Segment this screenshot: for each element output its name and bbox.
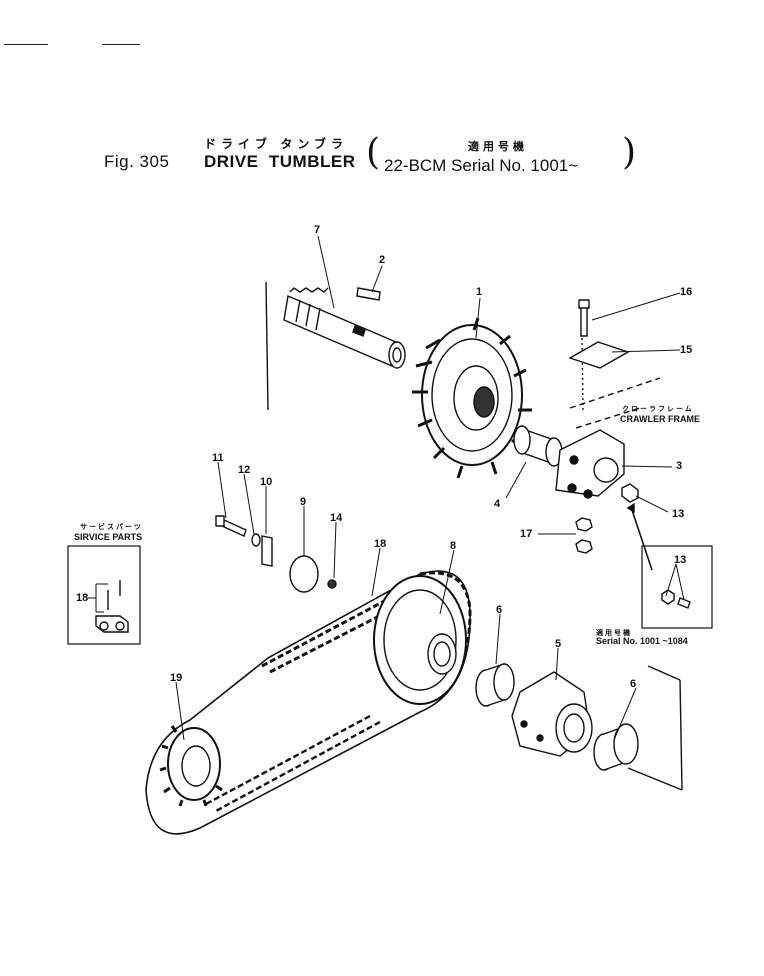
callout-5: 5	[555, 638, 562, 650]
callout-13: 13	[672, 508, 685, 520]
applicability-label: 適用号機	[468, 141, 528, 153]
callout-2: 2	[379, 254, 386, 266]
callout-16: 16	[680, 286, 693, 298]
header-rule-left	[4, 44, 48, 45]
callout-14: 14	[330, 512, 343, 524]
cover-9	[289, 555, 319, 593]
callout-18: 18	[374, 538, 387, 550]
callout-8: 8	[450, 540, 457, 552]
plate-15	[568, 341, 630, 369]
large-sprocket-8	[373, 575, 467, 705]
crawler-frame-label: CRAWLER FRAME	[620, 414, 700, 424]
service-parts-jp: サービスパーツ	[80, 524, 143, 531]
callout-19: 19	[170, 672, 183, 684]
serial-range: 22-BCM Serial No. 1001~	[384, 156, 579, 175]
lock-plate-10	[261, 535, 273, 567]
bolt-14	[327, 579, 337, 589]
bearing-6-left	[475, 663, 515, 707]
leader-lines	[88, 235, 685, 741]
inset-serial-jp: 適用号機	[596, 630, 632, 637]
bearing-6-right	[593, 723, 639, 771]
callout-13-inset: 13	[674, 554, 687, 566]
left-parenthesis: (	[366, 132, 381, 173]
inset-serial-label: Serial No. 1001 ~1084	[596, 636, 688, 646]
nut-13	[621, 483, 639, 503]
page-title: DRIVE TUMBLER	[204, 152, 356, 171]
bracket-3	[555, 429, 625, 499]
callout-3: 3	[676, 460, 683, 472]
callout-12: 12	[238, 464, 251, 476]
callout-1: 1	[476, 286, 483, 298]
callout-15: 15	[680, 344, 693, 356]
tumbler-sprocket	[412, 317, 532, 479]
title-japanese: ドライブ タンブラ	[204, 137, 348, 151]
small-sprocket-19	[159, 725, 223, 807]
callout-11: 11	[212, 452, 224, 464]
bushing-4	[513, 425, 563, 467]
right-parenthesis: )	[622, 132, 637, 173]
callout-9: 9	[300, 496, 307, 508]
housing-5	[511, 671, 593, 757]
drive-shaft	[265, 281, 406, 411]
callout-6-right: 6	[630, 678, 637, 690]
figure-number: Fig. 305	[104, 152, 170, 171]
callout-17: 17	[520, 528, 533, 540]
nuts-17	[575, 517, 593, 554]
washer-12	[251, 533, 261, 547]
bolt-16	[578, 299, 590, 411]
key	[356, 287, 381, 301]
service-parts-label: SIRVICE PARTS	[74, 532, 143, 542]
callout-7: 7	[314, 224, 321, 236]
bolt-11	[221, 519, 247, 537]
callout-10: 10	[260, 476, 273, 488]
callout-18-inset: 18	[76, 592, 89, 604]
callout-6-left: 6	[496, 604, 503, 616]
crawler-frame-jp: クローラフレーム	[622, 406, 694, 413]
callout-4: 4	[494, 498, 501, 510]
header-rule-right	[102, 44, 140, 45]
drive-chain	[145, 570, 472, 835]
